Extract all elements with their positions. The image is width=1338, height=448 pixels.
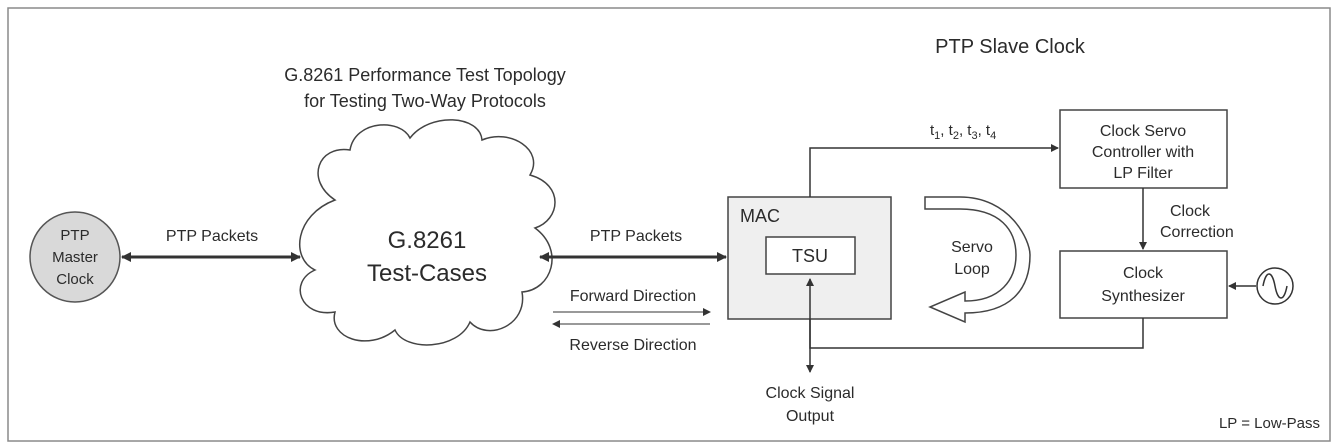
outer-frame [7,7,1331,442]
tsu-box [765,236,856,275]
servo-loop-label-1: Servo [951,239,993,256]
servo-controller-label-1: Clock Servo [1100,123,1186,140]
servo-loop-arrow-icon [924,196,1031,324]
synthesizer-box [1059,250,1228,319]
synthesizer-feedback-line [806,278,1144,349]
legend-note: LP = Low-Pass [1219,415,1320,432]
servo-controller-block: Clock Servo Controller with LP Filter [1059,109,1228,189]
sine-wave-oscillator-icon [1256,267,1294,305]
servo-controller-label-3: LP Filter [1113,165,1173,182]
reverse-direction-label: Reverse Direction [569,337,696,354]
master-label-1: PTP [60,227,89,244]
topology-title-line2: for Testing Two-Way Protocols [304,91,546,111]
synthesizer-label-2: Synthesizer [1101,288,1185,305]
clock-correction-label-2: Correction [1160,224,1234,241]
timestamps-label: t1, t2, t3, t4 [930,122,996,142]
servo-loop-label-2: Loop [954,261,990,278]
synthesizer-label-1: Clock [1123,265,1164,282]
clock-output-label-1: Clock Signal [766,385,855,402]
master-label-3: Clock [56,271,94,288]
servo-controller-label-2: Controller with [1092,144,1194,161]
slave-clock-title: PTP Slave Clock [935,36,1086,58]
left-packets-label: PTP Packets [166,228,258,245]
master-clock-circle [29,211,121,303]
topology-title-line1: G.8261 Performance Test Topology [284,65,566,85]
test-cases-cloud: G.8261 Test-Cases [299,119,556,346]
cloud-label-2: Test-Cases [367,260,487,287]
master-clock-node: PTP Master Clock [29,211,121,303]
forward-direction-label: Forward Direction [570,288,696,305]
cloud-label-1: G.8261 [388,227,467,254]
synthesizer-block: Clock Synthesizer [1059,250,1228,319]
clock-correction-label-1: Clock [1170,203,1211,220]
clock-output-label-2: Output [786,408,835,425]
mac-label: MAC [740,206,780,226]
cloud-shape [299,119,556,346]
timestamp-path [809,144,1059,197]
master-label-2: Master [52,249,98,266]
servo-controller-box [1059,109,1228,189]
right-packets-label: PTP Packets [590,228,682,245]
tsu-label: TSU [792,246,828,266]
